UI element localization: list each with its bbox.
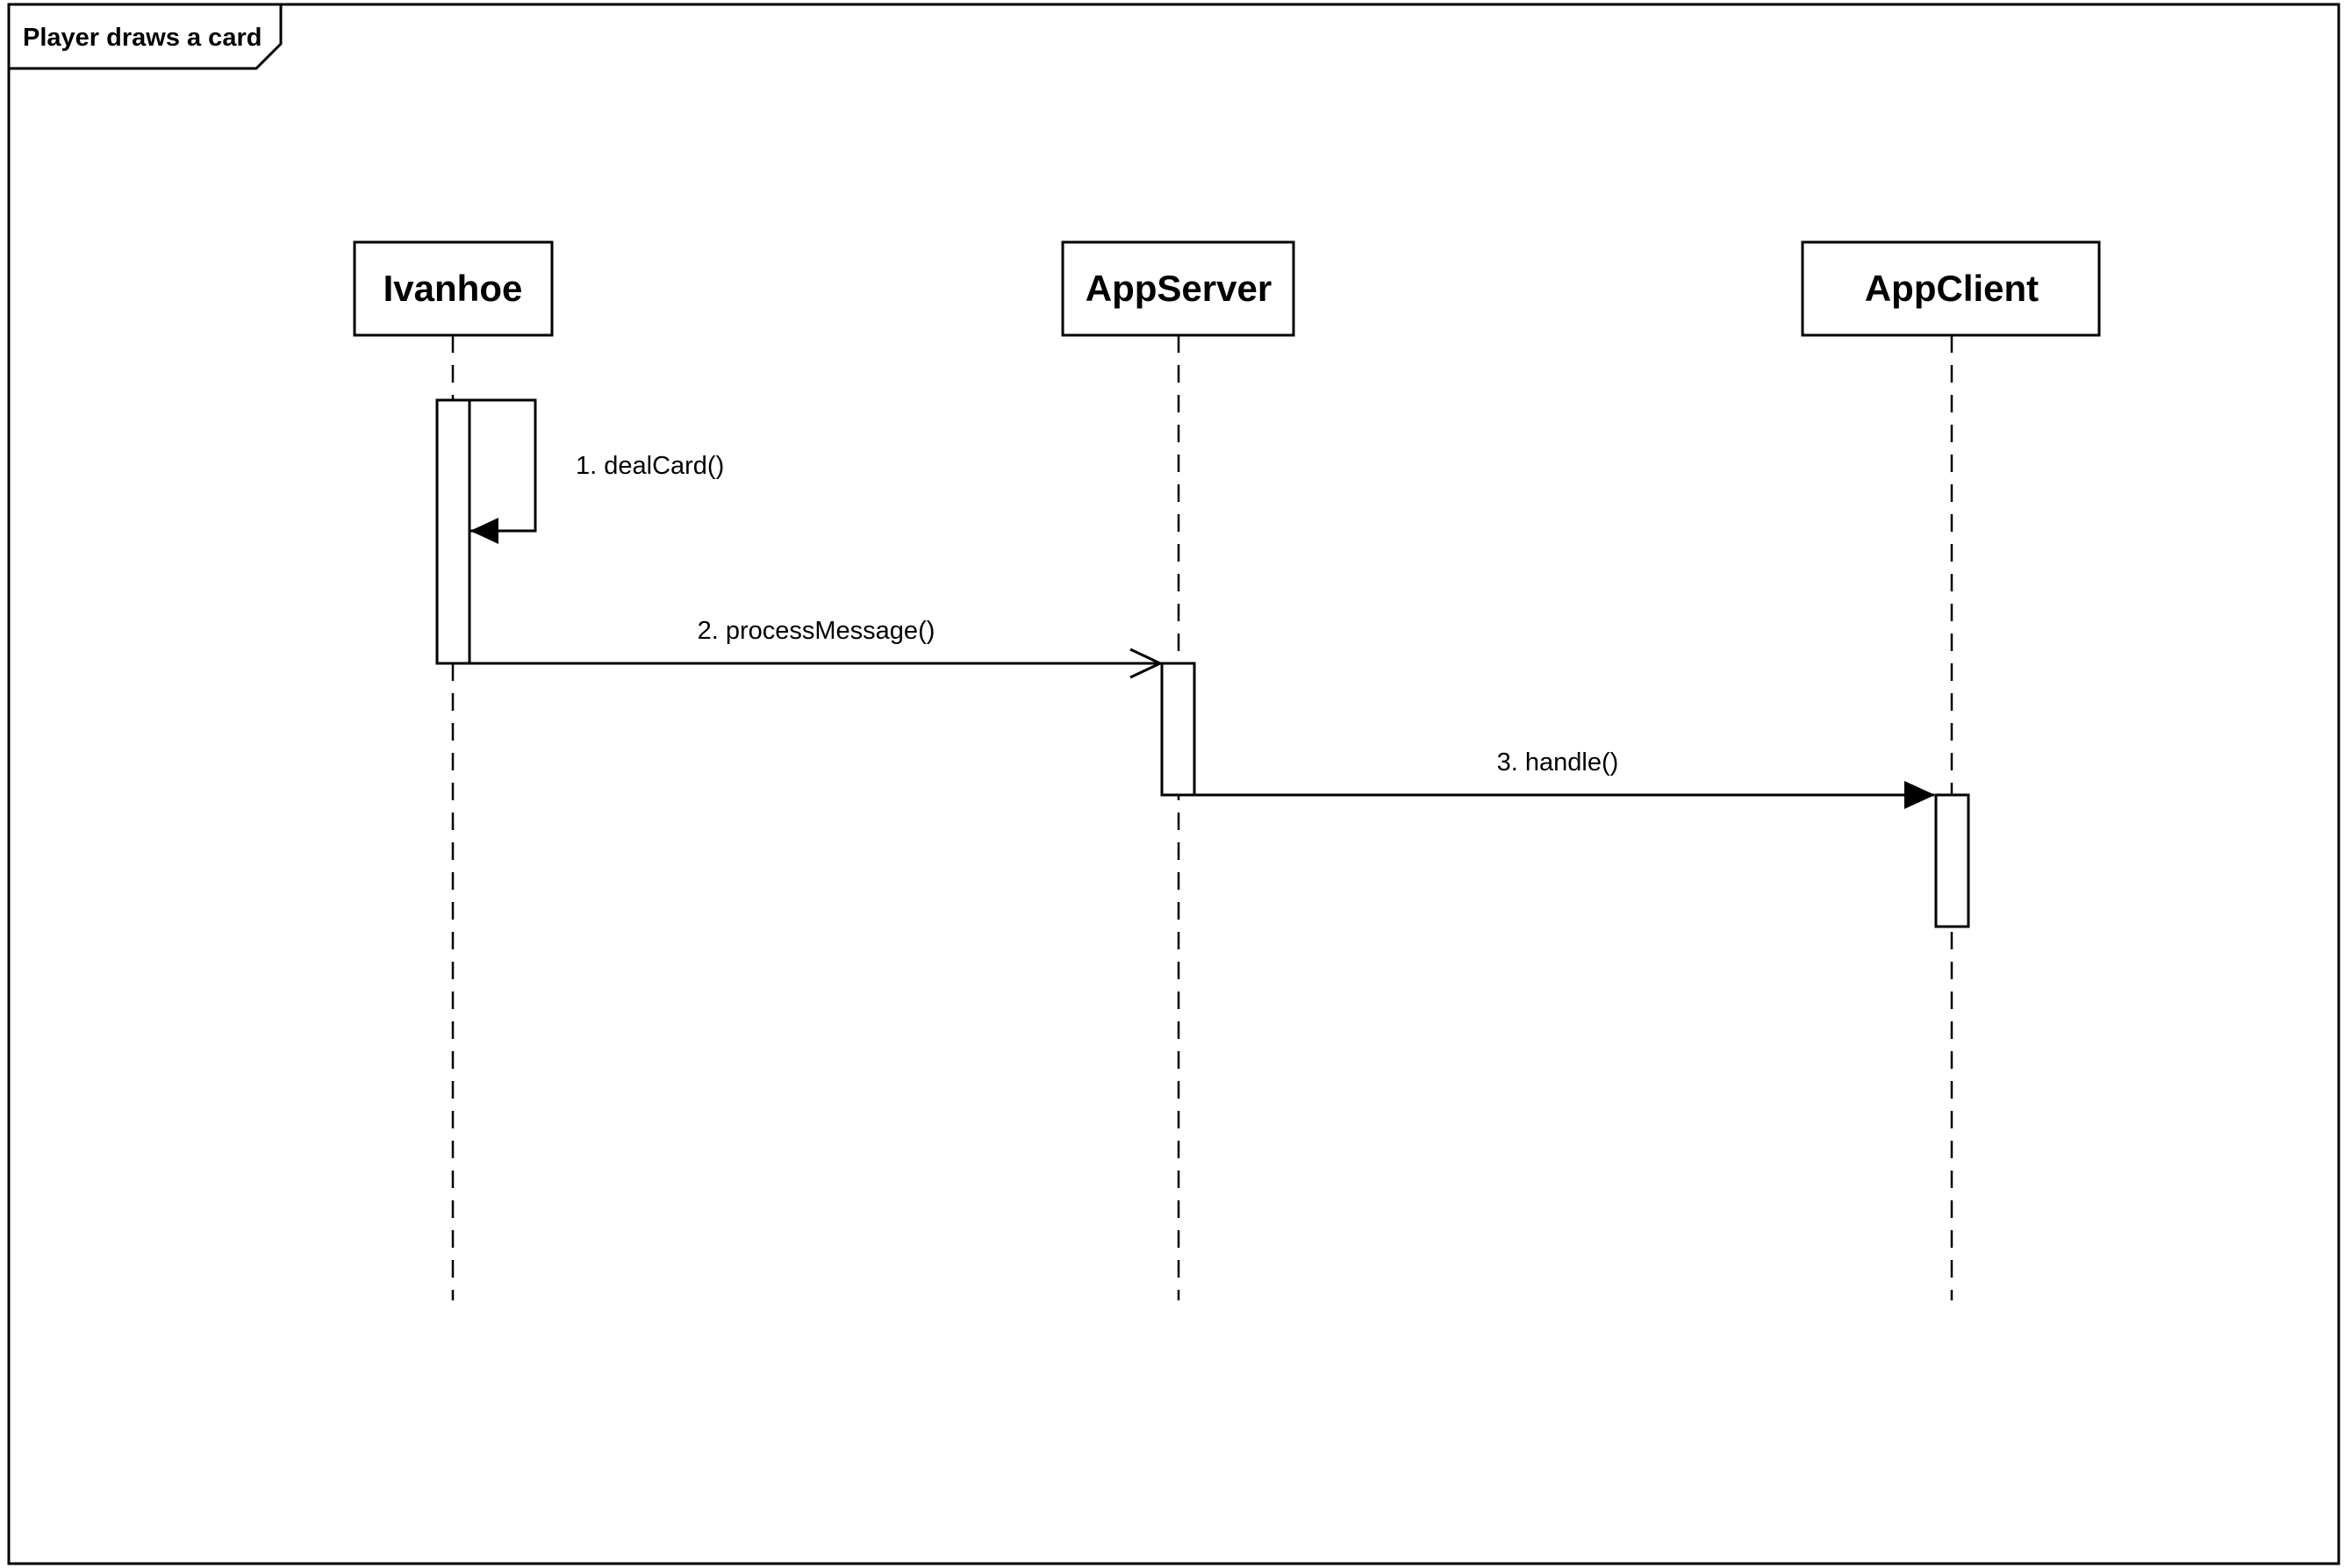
frame-title: Player draws a card	[23, 24, 262, 52]
message-handle-arrowhead	[1904, 781, 1935, 809]
activation-appclient	[1934, 793, 1970, 928]
lifeline-appclient-label: AppClient	[1865, 268, 2039, 309]
message-handle-label: 3. handle()	[1497, 748, 1619, 777]
lifeline-appclient-box[interactable]	[1801, 240, 2101, 337]
message-processmessage-arrowhead	[1129, 648, 1164, 679]
message-processmessage-label: 2. processMessage()	[698, 617, 935, 645]
lifeline-appserver-label: AppServer	[1086, 268, 1272, 309]
message-dealcard-label: 1. dealCard()	[576, 452, 724, 480]
lifeline-ivanhoe-box[interactable]	[353, 240, 554, 337]
message-dealcard-arrow[interactable]	[469, 398, 537, 535]
activation-ivanhoe	[435, 398, 471, 665]
activation-appserver	[1160, 662, 1196, 797]
message-dealcard-arrowhead	[470, 518, 498, 544]
lifeline-appserver-box[interactable]	[1061, 240, 1295, 337]
frame-label-tab	[7, 3, 283, 70]
lifeline-ivanhoe-label: Ivanhoe	[383, 268, 523, 309]
